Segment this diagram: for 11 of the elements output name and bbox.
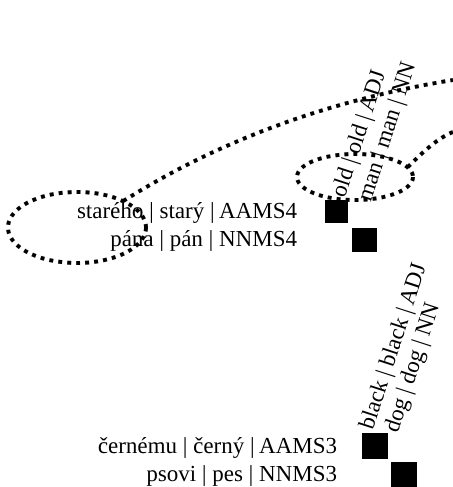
- alignment-square: [391, 462, 417, 487]
- source-word-label: pána | pán | NNMS4: [110, 225, 297, 253]
- dotted-connector: [406, 130, 453, 169]
- alignment-square: [352, 228, 377, 252]
- alignment-square: [362, 433, 388, 459]
- dotted-connector: [122, 78, 453, 203]
- alignment-square: [325, 200, 348, 223]
- source-word-label: starého | starý | AAMS4: [76, 197, 297, 225]
- dotted-ellipse: [295, 152, 415, 202]
- source-word-label: psovi | pes | NNMS3: [146, 460, 337, 487]
- source-word-label: černému | černý | AAMS3: [98, 432, 337, 460]
